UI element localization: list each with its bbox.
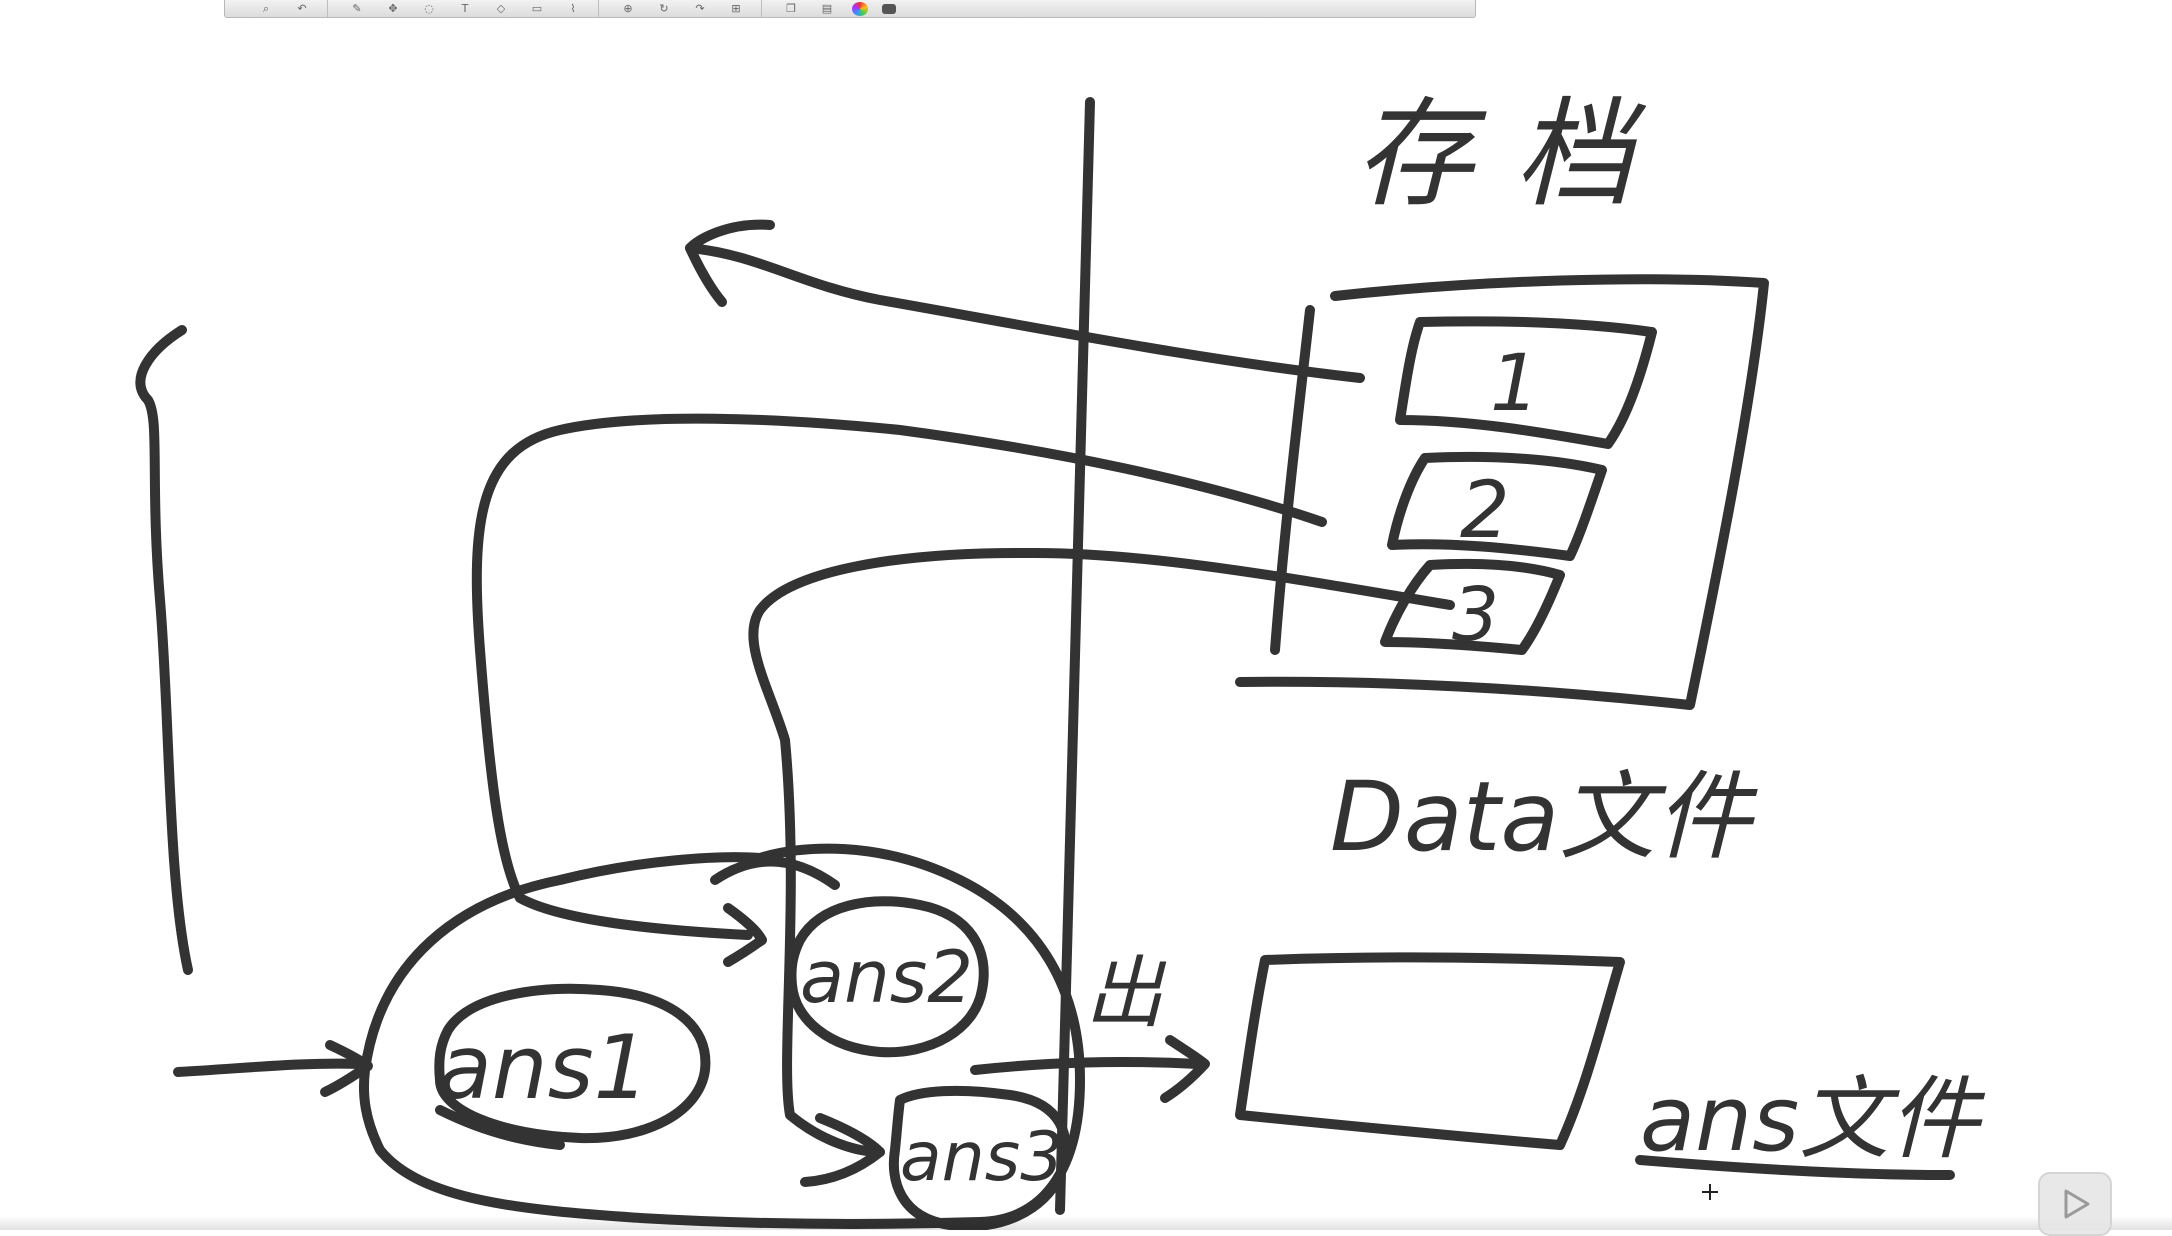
- arrow-box1-head: [685, 219, 775, 307]
- ans-file-underline: [1635, 1155, 1955, 1180]
- pen-icon[interactable]: ✎: [352, 1, 362, 15]
- left-bracket: [135, 325, 193, 975]
- toolbar-group-edit: ⊕ ↻ ↷ ⊞: [603, 0, 762, 17]
- lasso-icon[interactable]: ◌: [424, 1, 434, 15]
- ans-file-label: ans文件: [1640, 1067, 1986, 1172]
- drawing-toolbar: ⌕ ↶ ✎ ✥ ◌ T ◇ ▭ ⌇ ⊕ ↻ ↷ ⊞ ❐ ▤: [224, 0, 1476, 18]
- play-icon: [2064, 1189, 2090, 1219]
- ans3-oval: [888, 1085, 1071, 1230]
- output-arrow-head: [1160, 1035, 1210, 1103]
- box-1: [1395, 316, 1657, 449]
- cursor-crosshair-icon: [1702, 1184, 1718, 1200]
- eraser-icon[interactable]: ▭: [531, 1, 543, 15]
- grid-icon[interactable]: ⊞: [731, 1, 741, 15]
- toolbar-group-misc: ❐ ▤: [766, 0, 910, 17]
- toolbar-group-view: ⌕ ↶: [241, 0, 328, 17]
- toolbar-group-tools: ✎ ✥ ◌ T ◇ ▭ ⌇: [332, 0, 599, 17]
- select-icon[interactable]: ⊕: [623, 1, 633, 15]
- arrow-box2-head: [723, 903, 767, 967]
- input-arrow-head: [320, 1040, 373, 1097]
- play-button[interactable]: [2038, 1172, 2112, 1236]
- redo-icon[interactable]: ↷: [695, 1, 705, 15]
- data-file-box: [1235, 274, 1769, 710]
- zoom-icon[interactable]: ⌕: [262, 1, 270, 15]
- copy-icon[interactable]: ❐: [786, 1, 796, 15]
- ans2-label: ans2: [800, 935, 973, 1019]
- box-1-label: 1: [1490, 339, 1540, 429]
- color-icon[interactable]: [852, 1, 868, 16]
- ans1-oval: [434, 983, 711, 1144]
- ans-file-box: [1235, 952, 1625, 1150]
- out-label: 出: [1085, 949, 1167, 1039]
- move-icon[interactable]: ✥: [388, 1, 398, 15]
- highlighter-icon[interactable]: ⌇: [570, 1, 576, 15]
- input-arrow: [173, 1058, 367, 1077]
- box-3-label: 3: [1452, 572, 1499, 658]
- output-arrow: [970, 1057, 1203, 1075]
- text-icon[interactable]: T: [461, 1, 469, 15]
- ans2-oval: [786, 896, 989, 1058]
- ans1-underline: [435, 1105, 565, 1150]
- ans1-label: ans1: [438, 1016, 650, 1119]
- paste-icon[interactable]: ▤: [821, 1, 833, 15]
- main-file-title: 存档: [1355, 85, 1675, 223]
- rotate-icon[interactable]: ↻: [659, 1, 669, 15]
- data-file-box-left-edge: [1270, 305, 1315, 655]
- arrow-box2-to-ans2: [471, 413, 1327, 940]
- undo-icon[interactable]: ↶: [297, 1, 307, 15]
- arrow-box3-to-ans3: [748, 547, 1455, 1157]
- ans-group-bump: [710, 856, 840, 890]
- arrow-box1-left: [685, 243, 1365, 383]
- bottom-shade: [0, 1216, 2172, 1230]
- ans3-label: ans3: [900, 1118, 1063, 1197]
- box-3: [1380, 558, 1565, 655]
- shape-icon[interactable]: ◇: [496, 1, 506, 15]
- data-file-label: Data文件: [1330, 761, 1758, 873]
- arrow-box3-head: [800, 1113, 885, 1187]
- layers-icon[interactable]: [882, 3, 896, 14]
- box-2: [1387, 451, 1607, 561]
- box-2-label: 2: [1460, 466, 1510, 556]
